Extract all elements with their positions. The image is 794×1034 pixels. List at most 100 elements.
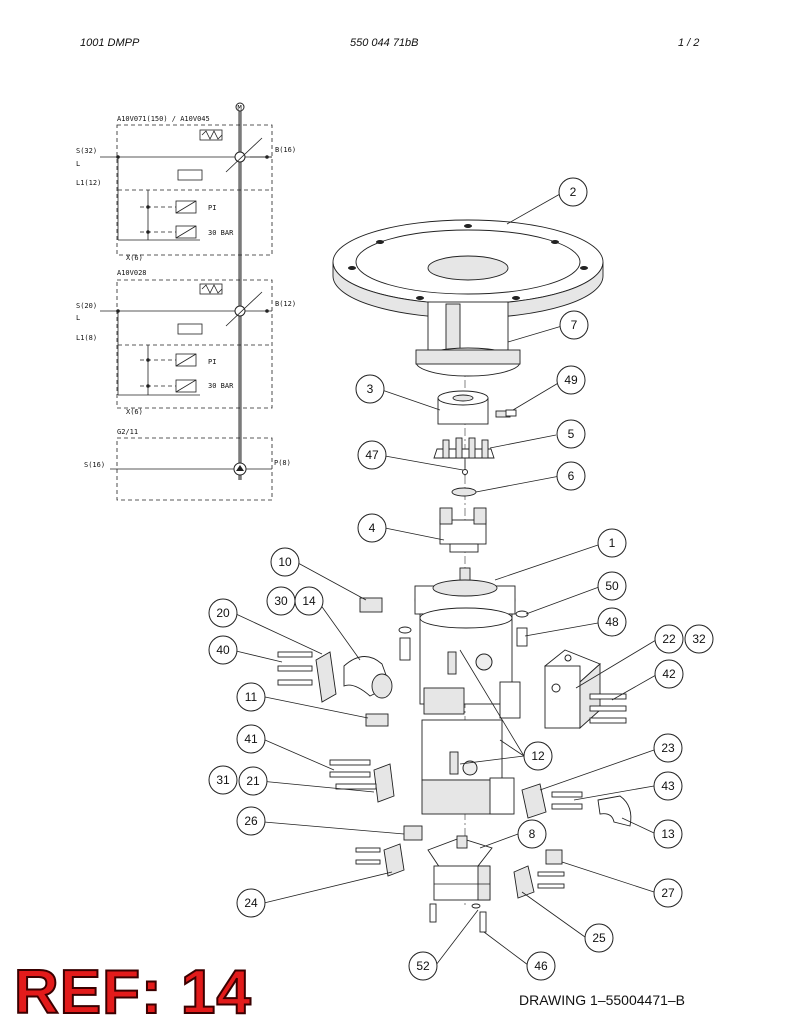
part-elbow-13 xyxy=(597,795,632,827)
hydraulic-schematic: M A10V071(150) / A10V045 S(32) L L1(12) … xyxy=(76,102,296,501)
balloon-4: 4 xyxy=(357,513,387,543)
balloon-32-label: 32 xyxy=(692,632,706,646)
balloon-23-label: 23 xyxy=(661,741,675,755)
balloon-13-label: 13 xyxy=(661,827,675,841)
leader-lines xyxy=(235,193,657,966)
balloon-6-label: 6 xyxy=(568,469,575,483)
header-page: 1 / 2 xyxy=(678,37,700,49)
part-fitting-10 xyxy=(359,597,383,613)
item-balloons: 1 2 3 4 5 6 7 8 10 11 12 13 14 20 21 22 … xyxy=(208,177,714,981)
part-flange-24 xyxy=(355,843,405,877)
part-washer xyxy=(451,487,477,497)
part-fitting-26 xyxy=(403,825,423,841)
balloon-12-label: 12 xyxy=(531,749,545,763)
part-flange-25 xyxy=(513,865,565,899)
balloon-23: 23 xyxy=(653,733,683,763)
block1-title: A10V071(150) / A10V045 xyxy=(117,115,210,123)
block2-x-port: X(6) xyxy=(126,408,143,416)
balloon-27: 27 xyxy=(653,878,683,908)
balloon-20-label: 20 xyxy=(216,606,230,620)
balloon-4-label: 4 xyxy=(369,521,376,535)
balloon-49: 49 xyxy=(556,365,586,395)
block1-l1-port: L1(12) xyxy=(76,179,101,187)
block1-b-port: B(16) xyxy=(275,146,296,154)
block2-l-port: L xyxy=(76,314,80,322)
balloon-20: 20 xyxy=(208,598,238,628)
balloon-7-label: 7 xyxy=(571,318,578,332)
balloon-41-label: 41 xyxy=(244,732,258,746)
balloon-10-label: 10 xyxy=(278,555,292,569)
part-flange-23 xyxy=(521,783,583,819)
block3-title: G2/11 xyxy=(117,428,138,436)
balloon-6: 6 xyxy=(556,461,586,491)
part-valve-block xyxy=(544,649,601,730)
exploded-assembly xyxy=(235,193,657,966)
drawing-number: DRAWING 1–55004471–B xyxy=(519,992,686,1008)
part-flange-20 xyxy=(277,651,337,703)
part-coupling-half-upper xyxy=(437,390,511,425)
block3-p-port: P(8) xyxy=(274,459,291,467)
block1-x-port: X(6) xyxy=(126,254,143,262)
part-bolts-48-50 xyxy=(398,610,529,661)
part-coupling-half-lower xyxy=(439,507,487,553)
balloon-26: 26 xyxy=(236,806,266,836)
balloon-14: 14 xyxy=(294,586,324,616)
balloon-32: 32 xyxy=(684,624,714,654)
balloon-5-label: 5 xyxy=(568,427,575,441)
balloon-14-label: 14 xyxy=(302,594,316,608)
balloon-12: 12 xyxy=(523,741,553,771)
balloon-5: 5 xyxy=(556,419,586,449)
ref-stamp: REF: 14 xyxy=(13,958,252,1027)
block2-title: A10V028 xyxy=(117,269,147,277)
balloon-40: 40 xyxy=(208,635,238,665)
balloon-10: 10 xyxy=(270,547,300,577)
balloon-25: 25 xyxy=(584,923,614,953)
part-fitting-11 xyxy=(365,713,389,727)
balloon-42: 42 xyxy=(654,659,684,689)
balloon-52: 52 xyxy=(408,951,438,981)
block1-bar: 30 BAR xyxy=(208,229,234,237)
balloon-43: 43 xyxy=(653,771,683,801)
part-gear-pump xyxy=(427,835,493,901)
balloon-24: 24 xyxy=(236,888,266,918)
top-mark: M xyxy=(238,104,242,112)
balloon-3-label: 3 xyxy=(367,382,374,396)
balloon-21-label: 21 xyxy=(246,774,260,788)
block1-l-port: L xyxy=(76,160,80,168)
part-fitting-27 xyxy=(545,849,563,865)
balloon-22: 22 xyxy=(654,624,684,654)
balloon-22-label: 22 xyxy=(662,632,676,646)
balloon-47-label: 47 xyxy=(365,448,379,462)
balloon-7: 7 xyxy=(559,310,589,340)
balloon-46-label: 46 xyxy=(534,959,548,973)
balloon-2: 2 xyxy=(558,177,588,207)
balloon-27-label: 27 xyxy=(661,886,675,900)
balloon-8: 8 xyxy=(517,819,547,849)
balloon-11: 11 xyxy=(236,682,266,712)
balloon-8-label: 8 xyxy=(529,827,536,841)
part-pump-body xyxy=(414,567,521,815)
balloon-30-label: 30 xyxy=(274,594,288,608)
balloon-48-label: 48 xyxy=(605,615,619,629)
balloon-41: 41 xyxy=(236,724,266,754)
balloon-49-label: 49 xyxy=(564,373,578,387)
block3-s-port: S(16) xyxy=(84,461,105,469)
balloon-1-label: 1 xyxy=(609,536,616,550)
balloon-52-label: 52 xyxy=(416,959,430,973)
block1-s-port: S(32) xyxy=(76,147,97,155)
block2-bar: 30 BAR xyxy=(208,382,234,390)
block2-b-port: B(12) xyxy=(275,300,296,308)
header-left: 1001 DMPP xyxy=(80,37,140,49)
balloon-46: 46 xyxy=(526,951,556,981)
block2-pi: PI xyxy=(208,358,216,366)
part-spider xyxy=(433,437,495,476)
balloon-26-label: 26 xyxy=(244,814,258,828)
block1-pi: PI xyxy=(208,204,216,212)
balloon-1: 1 xyxy=(597,528,627,558)
part-elbow-14 xyxy=(343,656,393,699)
balloon-3: 3 xyxy=(355,374,385,404)
balloon-50-label: 50 xyxy=(605,579,619,593)
balloon-43-label: 43 xyxy=(661,779,675,793)
part-screws-46-52 xyxy=(429,903,487,933)
